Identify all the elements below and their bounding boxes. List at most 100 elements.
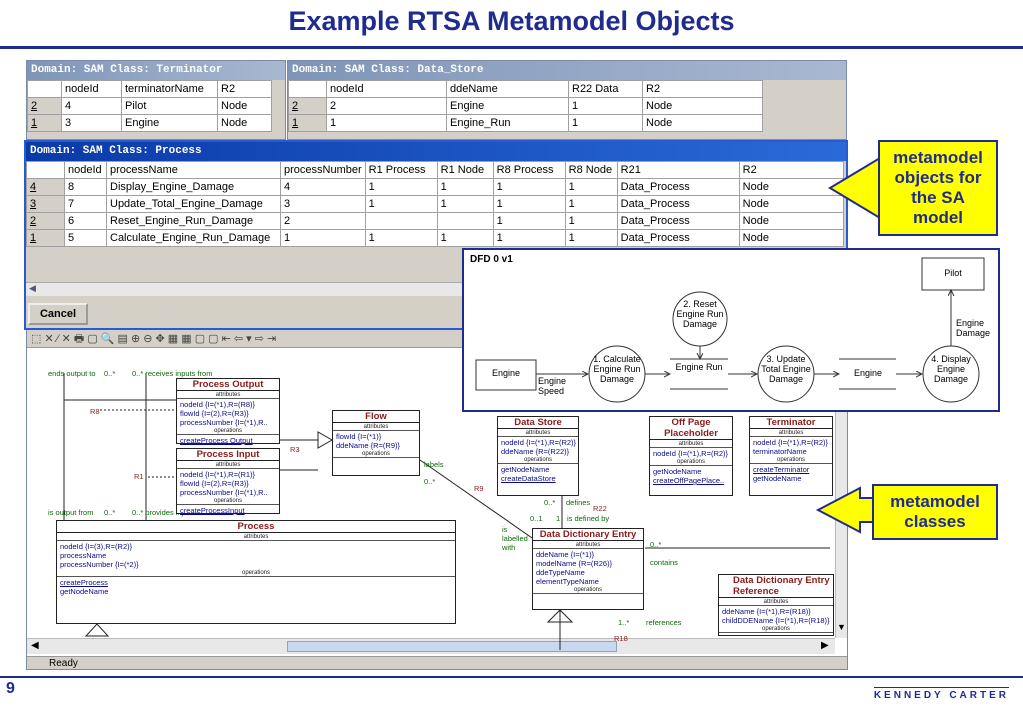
attr: elementTypeName — [536, 577, 599, 586]
column-header[interactable] — [26, 161, 65, 179]
class-name: Process — [57, 521, 455, 533]
footer-rule — [0, 676, 1023, 678]
column-header[interactable]: R2 — [217, 80, 272, 98]
table-cell[interactable]: Node — [642, 114, 763, 132]
scroll-right-icon[interactable]: ▶ — [821, 640, 829, 651]
column-header[interactable]: R2 — [738, 161, 844, 179]
lbl-references: references — [646, 618, 682, 627]
class-name: Off Page Placeholder — [650, 417, 732, 440]
operations-label: operations — [177, 428, 279, 435]
lbl-mult-a: 0..* — [104, 369, 116, 378]
attr: modelName {R=(R26)} — [536, 559, 613, 568]
row-header[interactable]: 2 — [288, 97, 327, 115]
lbl-is-defined-by: is defined by — [567, 514, 610, 523]
attr: flowId {I=(2),R=(R3)} — [180, 409, 249, 418]
row-header[interactable]: 3 — [26, 195, 65, 213]
attr: flowId {I=(2),R=(R3)} — [180, 479, 249, 488]
horizontal-scrollbar[interactable]: ◀ ▶ — [27, 638, 835, 654]
operations-label: operations — [333, 451, 419, 458]
lbl-defines: defines — [566, 498, 591, 507]
process-window-title: Domain: SAM Class: Process — [26, 142, 846, 161]
attributes-label: attributes — [333, 424, 419, 431]
class-name: Flow — [333, 411, 419, 423]
column-header[interactable]: R21 — [616, 161, 740, 179]
table-cell[interactable]: Node — [217, 97, 272, 115]
row-header[interactable]: 2 — [27, 97, 62, 115]
attr: ddeTypeName — [536, 568, 585, 577]
column-header[interactable]: R2 — [642, 80, 763, 98]
class-name: Process Output — [177, 379, 279, 391]
row-header[interactable]: 1 — [288, 114, 327, 132]
table-cell[interactable]: 1 — [564, 229, 618, 247]
lbl-is-labelled-with: is labelled with — [502, 525, 528, 552]
table-cell[interactable]: Node — [738, 229, 844, 247]
op: getNodeName — [60, 587, 109, 596]
scroll-down-icon[interactable]: ▼ — [837, 622, 846, 632]
class-dde-reference[interactable]: Data Dictionary Entry Reference attribut… — [718, 574, 834, 636]
table-cell[interactable]: Node — [217, 114, 272, 132]
class-name: Terminator — [750, 417, 832, 429]
table-cell[interactable]: 1 — [568, 114, 643, 132]
class-data-dictionary-entry[interactable]: Data Dictionary Entry attributes ddeName… — [532, 528, 644, 610]
operations-label: operations — [533, 587, 643, 594]
lbl-r9: R9 — [474, 484, 484, 493]
table-cell[interactable]: Data_Process — [616, 229, 740, 247]
attr: nodeId {I=(*1),R=(R2)} — [653, 449, 729, 458]
attr: ddeName {I=(*1),R=(R18)} — [722, 607, 811, 616]
class-process-input[interactable]: Process Input attributes nodeId {I=(*1),… — [176, 448, 280, 515]
class-flow[interactable]: Flow attributes flowId {I=(*1)} ddeName … — [332, 410, 420, 476]
column-header[interactable]: processName — [106, 161, 281, 179]
attr: terminatorName — [753, 447, 807, 456]
table-cell[interactable]: Calculate_Engine_Run_Damage — [106, 229, 281, 247]
lbl-mult-1star: 1..* — [618, 618, 630, 627]
row-header[interactable]: 1 — [26, 229, 65, 247]
scrollbar-thumb[interactable] — [287, 641, 617, 652]
column-header[interactable]: R1 Node — [436, 161, 494, 179]
row-header[interactable]: 2 — [26, 212, 65, 230]
lbl-r18: R18 — [614, 634, 628, 643]
attr: processName — [60, 551, 107, 560]
dfd-panel: DFD 0 v1 Engine Pilot 1. Calculate Engin… — [462, 248, 1000, 412]
lbl-r1: R1 — [134, 472, 144, 481]
column-header[interactable]: ddeName — [446, 80, 569, 98]
op: createOffPagePlace.. — [653, 476, 725, 485]
dfd-process-3: 3. Update Total Engine Damage — [761, 354, 811, 384]
terminator-window-title: Domain: SAM Class: Terminator — [27, 61, 285, 80]
attr: nodeId {I=(*1),R=(R1)} — [180, 470, 256, 479]
toolbar-icons[interactable]: ⬚ ✕ ⁄ ✕ 🖶 ▢ 🔍 ▤ ⊕ ⊖ ✥ ▦ ▦ ▢ ▢ ⇤ ⇦ ▾ ⇨ ⇥ — [31, 333, 277, 345]
class-off-page-placeholder[interactable]: Off Page Placeholder attributes nodeId {… — [649, 416, 733, 496]
status-bar: Ready — [27, 656, 847, 669]
cancel-button[interactable]: Cancel — [28, 303, 88, 325]
table-cell[interactable]: Display_Engine_Damage — [106, 178, 281, 196]
class-process[interactable]: Process attributes nodeId {I=(3),R=(R2)}… — [56, 520, 456, 624]
table-cell[interactable]: Engine — [121, 114, 218, 132]
dfd-process-2: 2. Reset Engine Run Damage — [676, 299, 724, 329]
class-terminator[interactable]: Terminator attributes nodeId {I=(*1),R=(… — [749, 416, 833, 496]
table-cell[interactable]: 1 — [364, 229, 438, 247]
class-process-output[interactable]: Process Output attributes nodeId {I=(*1)… — [176, 378, 280, 445]
attr: processNumber {I=(*1),R.. — [180, 488, 268, 497]
attr: nodeId {I=(*1),R=(R8)} — [180, 400, 256, 409]
scroll-left-icon[interactable]: ◀ — [31, 640, 39, 651]
row-header[interactable]: 1 — [27, 114, 62, 132]
table-cell[interactable]: Node — [738, 195, 844, 213]
attributes-label: attributes — [719, 599, 833, 606]
table-cell[interactable]: 1 — [280, 229, 366, 247]
column-header[interactable]: terminatorName — [121, 80, 218, 98]
scroll-left-icon[interactable]: ◀ — [29, 283, 36, 293]
op: createProcessInput — [180, 506, 245, 515]
class-data-store[interactable]: Data Store attributes nodeId {I=(*1),R=(… — [497, 416, 579, 496]
vertical-scrollbar[interactable]: ▼ — [835, 348, 847, 638]
column-header[interactable] — [288, 80, 327, 98]
lbl-mult-1: 1 — [556, 514, 561, 523]
dfd-lines — [475, 257, 985, 403]
column-header[interactable]: processNumber — [280, 161, 366, 179]
column-header[interactable]: nodeId — [61, 80, 122, 98]
dfd-flow-engine-speed: Engine Speed — [538, 376, 567, 396]
